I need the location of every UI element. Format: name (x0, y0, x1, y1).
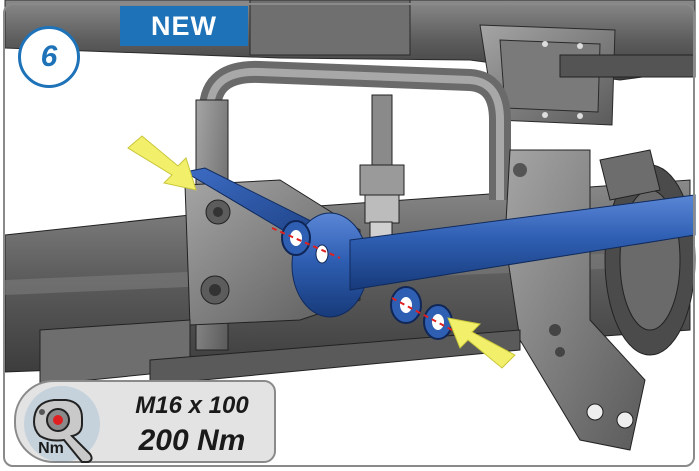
arrow-icon (447, 317, 516, 369)
bolt-size-label: M16 x 100 (135, 392, 249, 419)
leaf-spring (39, 319, 521, 386)
torque-value: 200 Nm (138, 424, 246, 457)
step-number: 6 (18, 26, 80, 88)
torque-wrench-icon (24, 386, 100, 463)
arrow-icon (127, 135, 197, 191)
stabilizer-link (183, 167, 696, 340)
new-badge: NEW (120, 6, 248, 46)
nm-label: Nm (38, 440, 64, 457)
